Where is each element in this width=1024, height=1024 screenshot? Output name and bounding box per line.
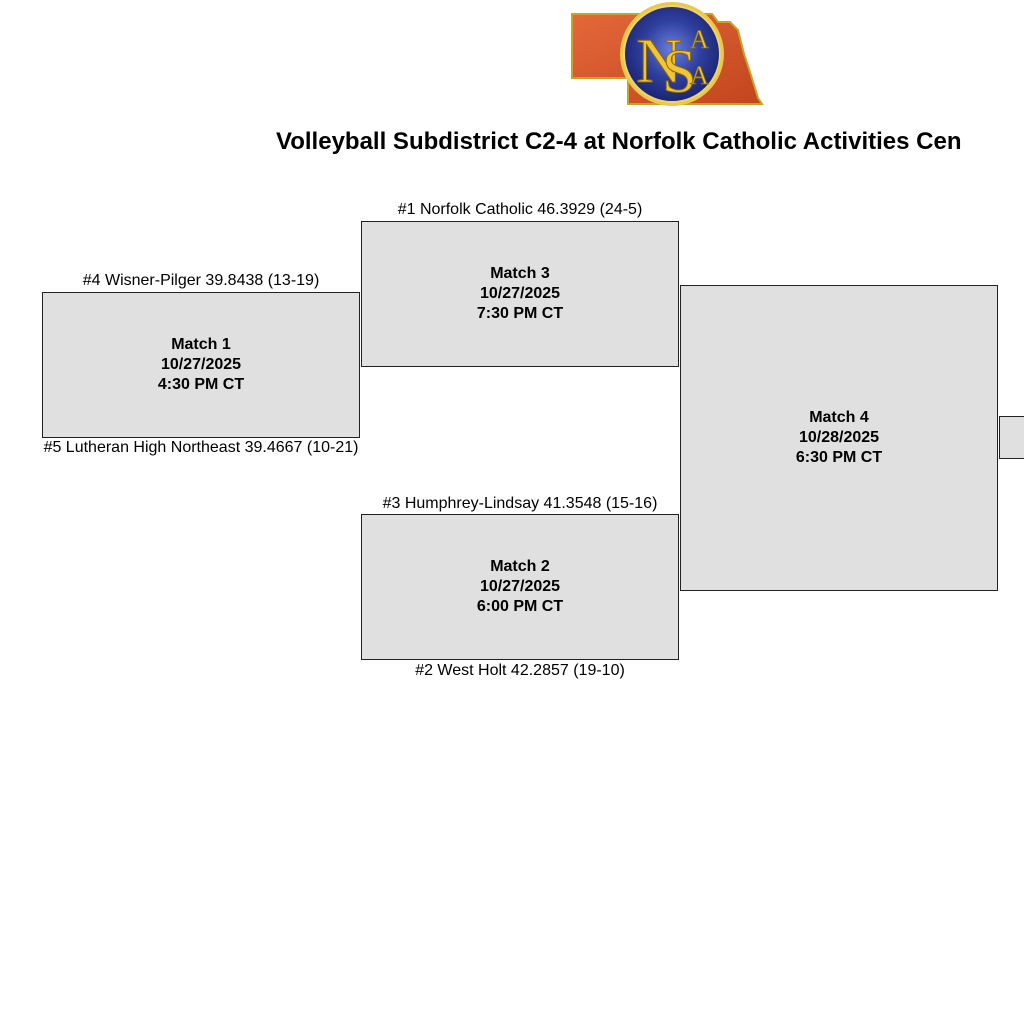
logo-letter-a-top: A	[690, 25, 709, 54]
logo-letter-n: N	[636, 25, 682, 96]
match-date: 10/27/2025	[160, 356, 242, 373]
match-name: Match 3	[490, 265, 550, 282]
match-box-final-partial[interactable]	[999, 416, 1024, 459]
logo-letter-s: S	[662, 38, 696, 106]
match-name: Match 2	[490, 558, 550, 575]
page-title: Volleyball Subdistrict C2-4 at Norfolk C…	[276, 128, 962, 155]
team-label-match3-top: #1 Norfolk Catholic 46.3929 (24-5)	[397, 201, 643, 218]
team-label-match1-top: #4 Wisner-Pilger 39.8438 (13-19)	[82, 272, 320, 289]
match-time: 6:30 PM CT	[795, 449, 883, 466]
match-box-3[interactable]: Match 3 10/27/2025 7:30 PM CT	[361, 221, 679, 367]
match-name: Match 1	[171, 336, 231, 353]
match-time: 7:30 PM CT	[476, 305, 564, 322]
match-time: 6:00 PM CT	[476, 598, 564, 615]
match-box-2[interactable]: Match 2 10/27/2025 6:00 PM CT	[361, 514, 679, 660]
match-date: 10/28/2025	[798, 429, 880, 446]
logo-letter-a-bottom: A	[690, 61, 709, 90]
team-label-match2-bottom: #2 West Holt 42.2857 (19-10)	[415, 662, 625, 679]
team-label-match2-top: #3 Humphrey-Lindsay 41.3548 (15-16)	[382, 495, 658, 512]
match-time: 4:30 PM CT	[157, 376, 245, 393]
match-box-4[interactable]: Match 4 10/28/2025 6:30 PM CT	[680, 285, 998, 591]
match-name: Match 4	[809, 409, 869, 426]
match-date: 10/27/2025	[479, 578, 561, 595]
match-box-1[interactable]: Match 1 10/27/2025 4:30 PM CT	[42, 292, 360, 438]
match-date: 10/27/2025	[479, 285, 561, 302]
team-label-match1-bottom: #5 Lutheran High Northeast 39.4667 (10-2…	[43, 439, 359, 456]
nsaa-logo: N S A A	[571, 2, 764, 107]
